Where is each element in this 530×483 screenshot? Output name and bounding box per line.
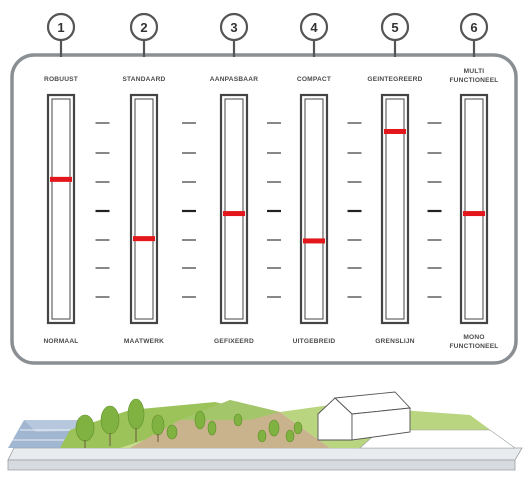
top-label: GEINTEGREERD (367, 76, 422, 83)
bottom-label: GEFIXEERD (214, 338, 254, 345)
top-label: AANPASBAAR (210, 76, 258, 83)
top-label: FUNCTIONEEL (449, 77, 498, 84)
slider-track-inner (385, 98, 405, 320)
slider-marker (463, 211, 485, 217)
house-icon (317, 391, 411, 441)
top-label: ROBUUST (44, 76, 78, 83)
slider-number: 6 (470, 20, 477, 35)
slider-marker (50, 176, 72, 182)
bottom-label: NORMAAL (43, 338, 78, 345)
bottom-label: UITGEBREID (293, 338, 336, 345)
slider-number: 3 (230, 20, 237, 35)
slider-marker (303, 238, 325, 244)
bottom-label: MAATWERK (124, 338, 164, 345)
slider-number: 1 (57, 20, 64, 35)
top-label: COMPACT (297, 76, 331, 83)
top-label: MULTI (464, 68, 485, 75)
slider-marker (133, 236, 155, 242)
bottom-label: MONO (463, 334, 484, 341)
slider-track-inner (464, 98, 484, 320)
slider-panel (10, 53, 518, 365)
slider-number: 2 (140, 20, 147, 35)
slider-track-inner (304, 98, 324, 320)
slider-marker (384, 128, 406, 134)
top-label: STANDAARD (122, 76, 165, 83)
slider-number: 4 (310, 20, 318, 35)
slider-marker (223, 211, 245, 217)
bottom-label: GRENSLIJN (375, 338, 415, 345)
slider-track-inner (224, 98, 244, 320)
landscape-illustration (7, 391, 523, 471)
slider-track-inner (51, 98, 71, 320)
slider-track-inner (134, 98, 154, 320)
bottom-label: FUNCTIONEEL (449, 343, 498, 350)
slider-number: 5 (391, 20, 398, 35)
